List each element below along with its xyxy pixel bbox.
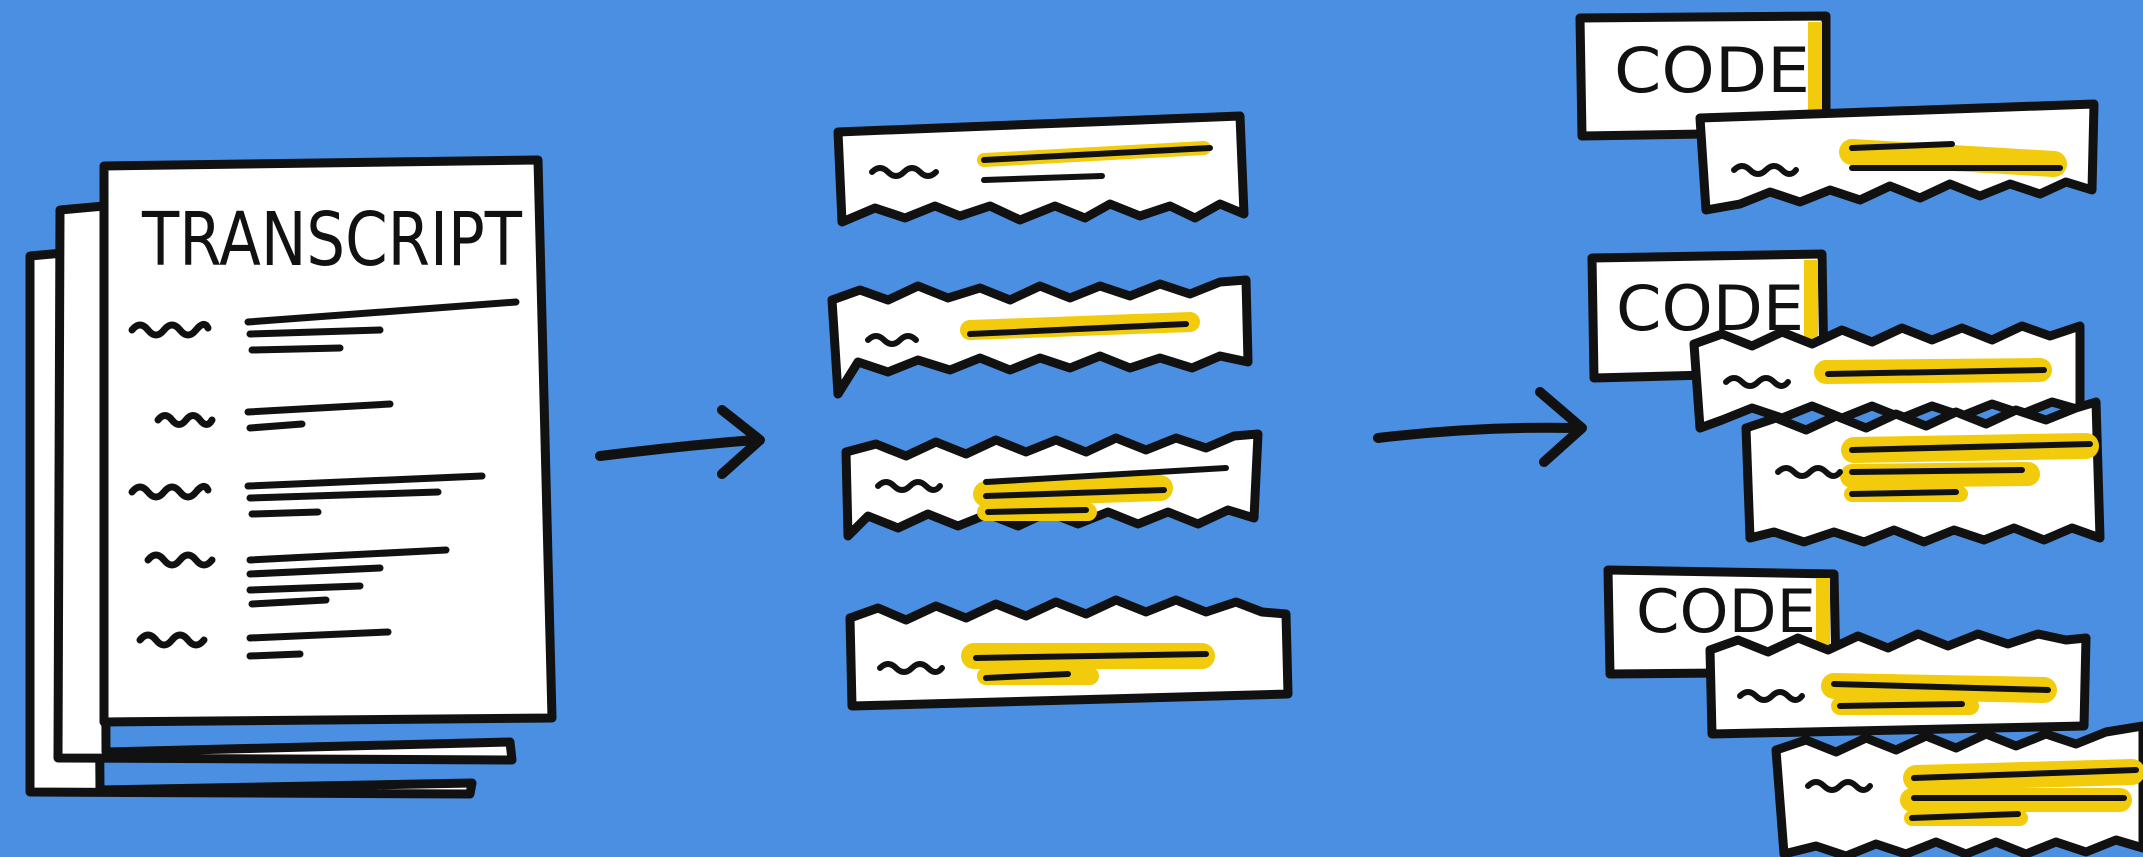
text-line bbox=[250, 586, 360, 590]
excerpt-strip bbox=[1710, 634, 2086, 734]
text-line bbox=[252, 348, 340, 350]
excerpt-strip bbox=[838, 116, 1244, 222]
text-line bbox=[252, 512, 318, 514]
text-line bbox=[250, 424, 302, 428]
excerpt-strip bbox=[1746, 402, 2100, 542]
code-label: CODE bbox=[1614, 34, 1810, 107]
excerpt-strip bbox=[1776, 726, 2143, 856]
transcript-title: TRANSCRIPT bbox=[141, 197, 522, 283]
text-line bbox=[250, 330, 380, 334]
text-line bbox=[252, 600, 326, 604]
text-line bbox=[250, 654, 300, 656]
code-label: CODE bbox=[1636, 577, 1816, 647]
excerpt-strip bbox=[850, 600, 1288, 706]
